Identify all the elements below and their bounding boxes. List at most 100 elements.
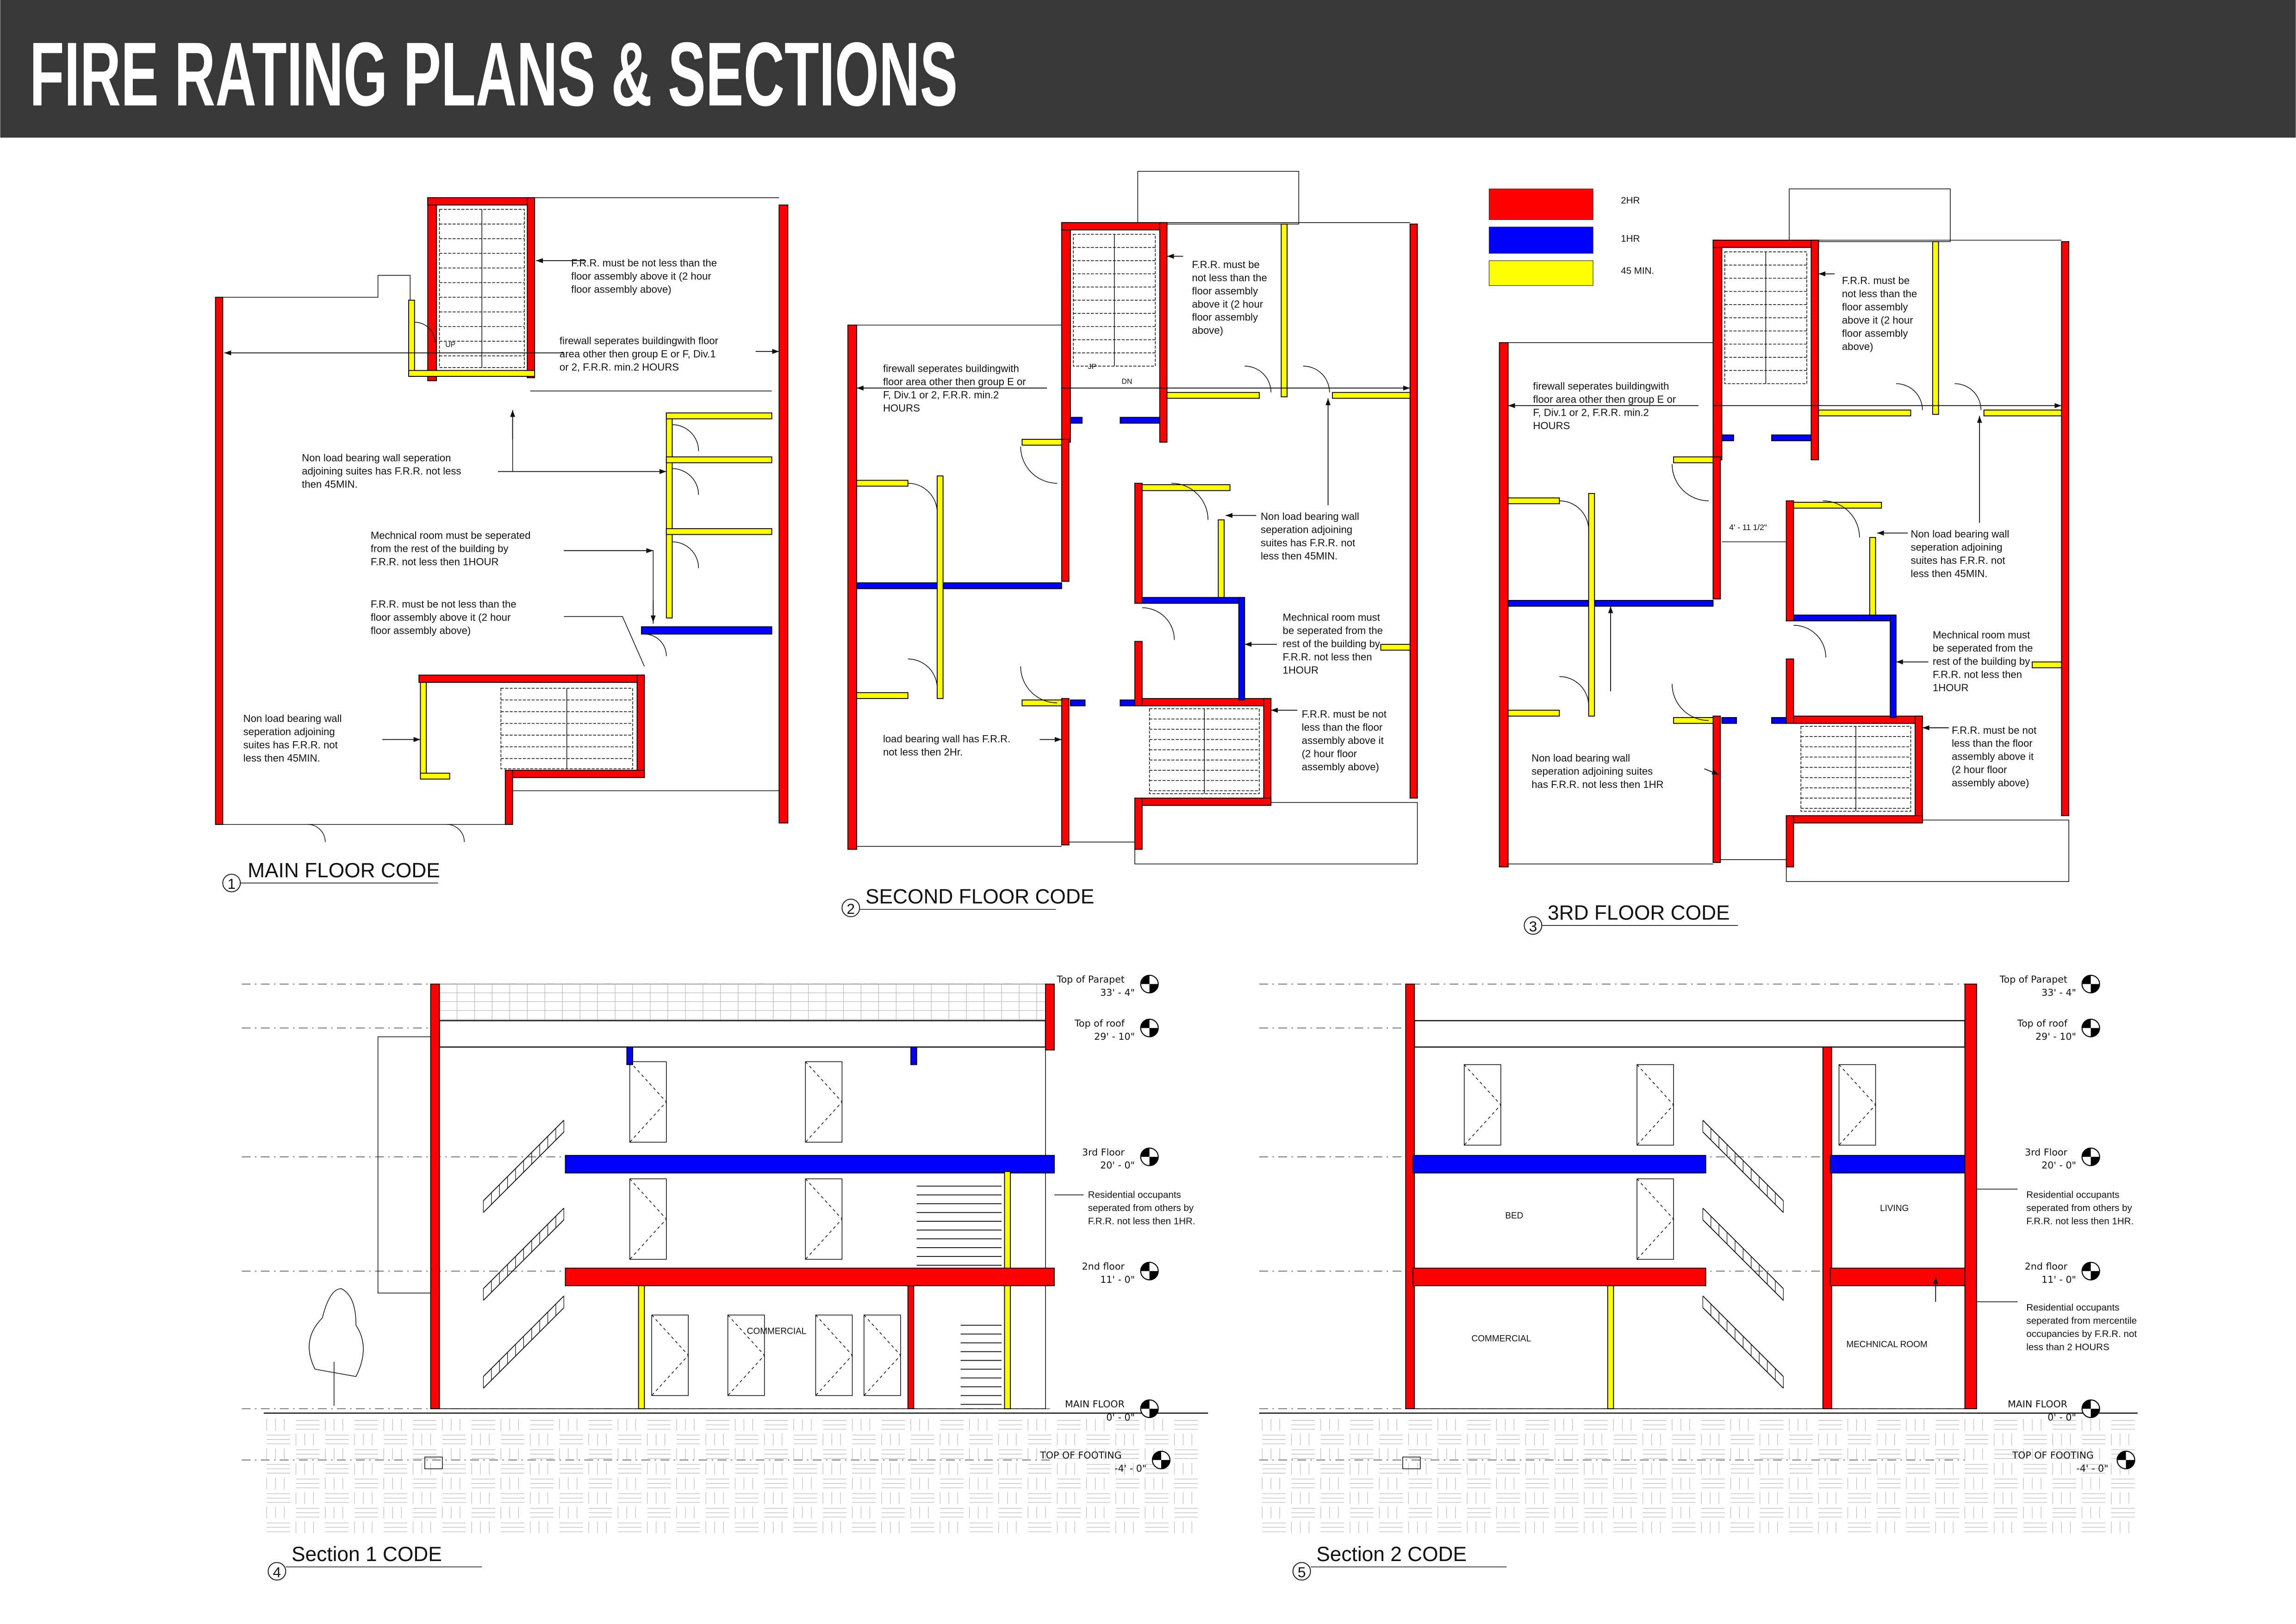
level-name: Top of roof (1074, 1018, 1125, 1029)
plan1-note: area other then group E or F, Div.1 (560, 348, 716, 360)
roof-slab (1413, 1020, 1966, 1048)
plan2-note: floor assembly (1192, 312, 1258, 323)
level-elevation: 33' - 4" (2041, 987, 2076, 998)
stair-direction-label: UP (445, 341, 455, 349)
view-number-circle (268, 1562, 286, 1581)
door-swing (1303, 366, 1330, 393)
level-marker-quadrant (2082, 1019, 2091, 1028)
2hr-wall (1964, 983, 1977, 1409)
arrow-head (1403, 385, 1410, 391)
45min-wall (1507, 497, 1560, 505)
45min-wall (1588, 493, 1595, 717)
2hr-wall (1786, 658, 1794, 724)
plan3-note: Non load bearing wall (1911, 528, 2010, 540)
section2-note: F.R.R. not less then 1HR. (2026, 1216, 2134, 1226)
section2-note: Residential occupants (2026, 1302, 2119, 1313)
2hr-wall (1134, 798, 1272, 806)
door-elevation (1636, 1178, 1674, 1260)
view-title: SECOND FLOOR CODE (865, 886, 1094, 908)
level-name: 2nd floor (1082, 1261, 1125, 1272)
plan2-note: (2 hour floor (1302, 748, 1357, 759)
level-elevation: 0' - 0" (2047, 1412, 2076, 1423)
2hr-wall (907, 1285, 915, 1409)
1hr-wall (1120, 417, 1160, 424)
2hr-wall (1786, 500, 1794, 622)
door-swing-line (629, 1178, 667, 1260)
section1-note: seperated from others by (1088, 1203, 1194, 1213)
1hr-wall (1070, 417, 1083, 424)
2hr-wall (1811, 239, 1819, 461)
1hr-wall (1721, 434, 1734, 442)
45min-wall (2032, 661, 2062, 668)
level-elevation: 29' - 10" (1094, 1031, 1135, 1042)
balcony (1786, 819, 2069, 882)
2hr-wall (418, 675, 645, 683)
door-swing (1142, 607, 1175, 640)
door-elevation (805, 1061, 843, 1143)
plan2-note: F.R.R. not less then (1283, 651, 1372, 663)
door-elevation (815, 1314, 853, 1396)
plan2-note: not less than the (1192, 272, 1267, 283)
2hr-wall (527, 197, 535, 379)
level-marker-quadrant (1140, 1148, 1150, 1157)
plan2-note: less than the floor (1302, 721, 1383, 733)
balcony (1134, 802, 1418, 865)
45min-wall (1607, 1285, 1614, 1409)
door-swing (414, 322, 436, 343)
level-name: Top of Parapet (1999, 974, 2067, 985)
room-label: BED (1505, 1211, 1523, 1221)
level-marker-quadrant (1161, 1460, 1170, 1469)
door-swing (1244, 366, 1272, 393)
level-name: 2nd floor (2025, 1261, 2068, 1272)
plan2-note: floor assembly (1192, 285, 1258, 297)
building-outline (439, 1046, 1046, 1409)
door-swing-line (864, 1315, 901, 1396)
door-swing (908, 658, 938, 688)
door-swing-line (805, 1061, 843, 1143)
45min-wall (1021, 439, 1062, 446)
door-swing (1672, 464, 1709, 501)
45min-wall (1869, 537, 1876, 616)
level-marker-quadrant (2126, 1460, 2135, 1469)
1hr-wall (1771, 717, 1787, 724)
door-swing (1823, 500, 1860, 537)
45min-wall (1021, 700, 1062, 706)
door-elevation (864, 1314, 901, 1396)
room-label: COMMERCIAL (1472, 1334, 1531, 1344)
level-marker-quadrant (2082, 1262, 2091, 1271)
level-marker-quadrant (1152, 1451, 1161, 1460)
level-marker-quadrant (1149, 1028, 1158, 1037)
plan1-note: seperation adjoining (243, 726, 335, 737)
plan1-note: F.R.R. not less then 1HOUR (371, 556, 499, 568)
level-name: TOP OF FOOTING (2012, 1450, 2094, 1461)
plan2-note: 1HOUR (1283, 664, 1319, 676)
room-label: MECHNICAL ROOM (1846, 1340, 1927, 1349)
door-swing (307, 824, 326, 842)
arrow-head (224, 350, 231, 356)
annotation-labels: F.R.R. must be not less than the floor as… (222, 195, 2137, 1581)
plan3-note: F.R.R. must be (1842, 275, 1910, 287)
2hr-wall (1263, 698, 1272, 803)
canopy (377, 1036, 431, 1293)
balcony (1789, 188, 1951, 242)
level-marker-quadrant (2091, 1409, 2100, 1418)
2hr-wall (1405, 983, 1415, 1409)
door-elevation (805, 1178, 843, 1260)
1hr-wall (1120, 700, 1135, 706)
arrow-head (650, 615, 656, 623)
plan2-note: assembly above it (1302, 735, 1384, 746)
45min-wall (420, 682, 427, 777)
room-label: LIVING (1880, 1204, 1909, 1213)
plan3-note: firewall seperates buildingwith (1533, 380, 1669, 392)
plan3-note: seperation adjoining suites (1531, 765, 1653, 777)
plan1-note: floor assembly above) (371, 625, 471, 637)
door-swing (1559, 500, 1589, 531)
2hr-wall (1045, 983, 1055, 1050)
building-outline (1414, 1046, 1966, 1409)
plan2-note: above) (1192, 325, 1223, 336)
door-swing (1559, 676, 1589, 706)
arrow-head (1977, 416, 1982, 423)
plan3-note: F.R.R. not less then (1933, 669, 2022, 681)
45min-wall (1932, 241, 1939, 415)
door-elevation (1838, 1064, 1876, 1146)
